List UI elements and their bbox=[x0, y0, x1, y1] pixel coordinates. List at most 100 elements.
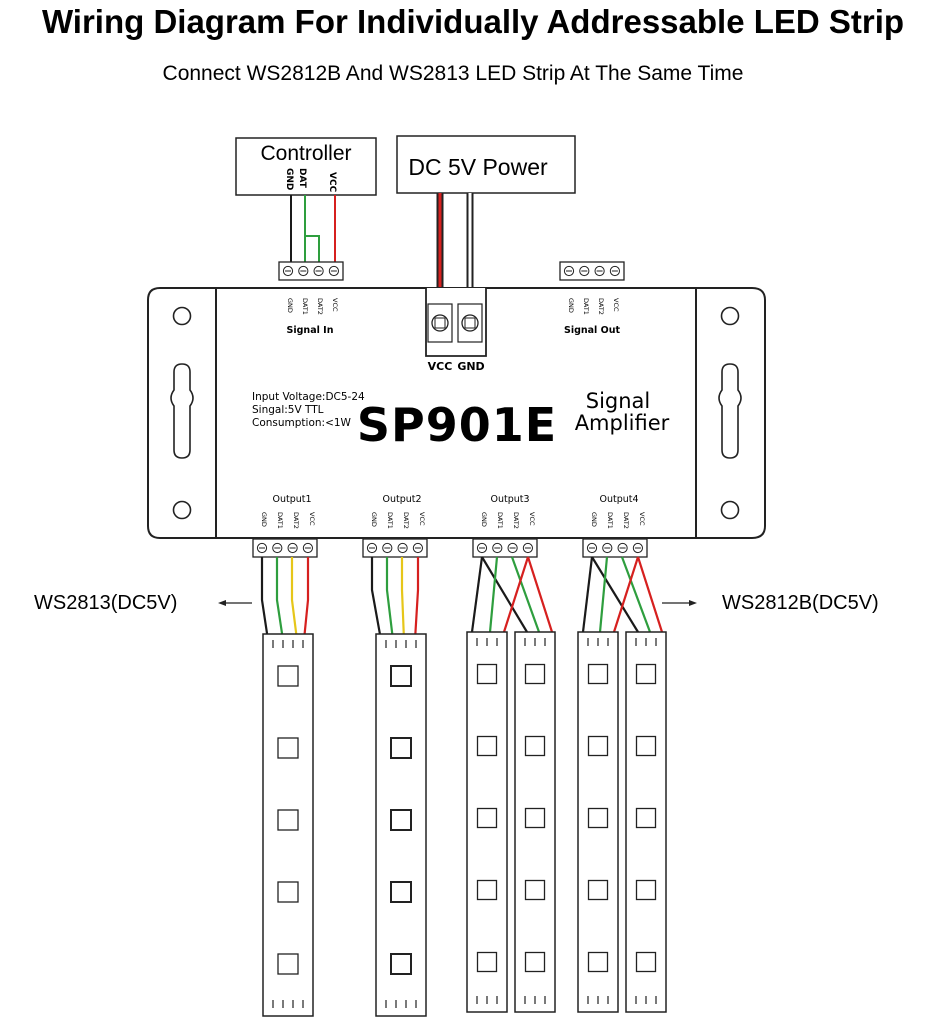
output1-connector bbox=[252, 538, 318, 558]
power-label: DC 5V Power bbox=[408, 154, 548, 180]
power-wires bbox=[436, 193, 474, 298]
led-chip-icon bbox=[277, 809, 299, 831]
led-chip-icon bbox=[476, 735, 498, 757]
output-wires bbox=[260, 556, 664, 641]
controller-label: Controller bbox=[260, 142, 351, 165]
pin-label-dat2: DAT2 bbox=[597, 298, 605, 315]
pin-label-gnd: GND bbox=[286, 298, 294, 313]
led-chip-icon bbox=[524, 807, 546, 829]
output4-wire-gnd-a bbox=[581, 556, 594, 633]
pin-label-vcc: VCC bbox=[528, 512, 536, 526]
output4-wire-vcc-a bbox=[612, 556, 640, 633]
output3-wire-gnd-b bbox=[481, 556, 528, 633]
led-chip-icon bbox=[476, 879, 498, 901]
device-name-line2: Amplifier bbox=[575, 411, 670, 435]
ws2813-label: WS2813(DC5V) bbox=[34, 592, 177, 614]
output2-wire-0 bbox=[370, 557, 383, 641]
led-chip-icon bbox=[524, 663, 546, 685]
pin-label-dat1: DAT1 bbox=[606, 512, 614, 529]
connector-blocks bbox=[252, 261, 648, 558]
connector-body bbox=[559, 261, 625, 281]
pin-label-gnd: GND bbox=[480, 512, 488, 527]
controller-pin-dat: DAT bbox=[297, 168, 307, 189]
pin-label-dat1: DAT1 bbox=[386, 512, 394, 529]
led-chip-icon bbox=[277, 665, 299, 687]
pin-label-dat2: DAT2 bbox=[622, 512, 630, 529]
device-name-line1: Signal bbox=[586, 389, 651, 413]
output1-wire-0 bbox=[260, 557, 270, 641]
led-chip-icon bbox=[635, 807, 657, 829]
pin-label-gnd: GND bbox=[567, 298, 575, 313]
led-chip-icon bbox=[476, 663, 498, 685]
led-chip-icon bbox=[390, 953, 412, 975]
pin-label-vcc: VCC bbox=[308, 512, 316, 526]
output1-label: Output1 bbox=[272, 494, 311, 505]
led-chip-icon bbox=[587, 807, 609, 829]
pin-labels-output4: GND DAT1 DAT2 VCC bbox=[590, 512, 646, 529]
output2-label: Output2 bbox=[382, 494, 421, 505]
screw-hole-icon bbox=[720, 306, 740, 326]
power-terminal-vcc-label: VCC bbox=[428, 360, 453, 373]
pin-label-gnd: GND bbox=[260, 512, 268, 527]
output2-wire-3 bbox=[413, 557, 420, 641]
led-chip-icon bbox=[587, 951, 609, 973]
terminal-screw-icon bbox=[464, 317, 476, 329]
left-arrow-icon bbox=[218, 600, 226, 606]
controller-pin-gnd: GND bbox=[284, 168, 294, 190]
led-chip-icon bbox=[587, 663, 609, 685]
led-chip-icon bbox=[635, 735, 657, 757]
pin-labels-signal-out: GND DAT1 DAT2 VCC bbox=[567, 298, 620, 315]
screw-hole-icon bbox=[720, 500, 740, 520]
output3-wire-dat1 bbox=[488, 556, 499, 633]
pin-label-gnd: GND bbox=[590, 512, 598, 527]
pin-label-vcc: VCC bbox=[331, 298, 339, 312]
led-chip-icon bbox=[524, 879, 546, 901]
ws2813-strip-2 bbox=[375, 633, 427, 1017]
connector-body bbox=[252, 538, 318, 558]
signal-out-label: Signal Out bbox=[564, 325, 620, 336]
pin-labels-signal-in: GND DAT1 DAT2 VCC bbox=[286, 298, 339, 315]
led-chip-icon bbox=[587, 879, 609, 901]
signal-in-label: Signal In bbox=[287, 325, 334, 336]
screw-hole-icon bbox=[172, 306, 192, 326]
terminal-screw-icon bbox=[431, 314, 449, 332]
output3-label: Output3 bbox=[490, 494, 529, 505]
led-chip-icon bbox=[635, 879, 657, 901]
device-body: VCC GND Input Voltage:DC5-24 Singal:5V T… bbox=[147, 287, 766, 539]
led-chip-icon bbox=[390, 665, 412, 687]
output2-connector bbox=[362, 538, 428, 558]
output2-wire-2 bbox=[400, 557, 406, 641]
connector-body bbox=[278, 261, 344, 281]
led-strips bbox=[262, 631, 667, 1017]
pin-labels-output1: GND DAT1 DAT2 VCC bbox=[260, 512, 316, 529]
output1-wire-2 bbox=[290, 557, 299, 641]
right-mount-tab bbox=[695, 287, 766, 539]
screw-hole-icon bbox=[172, 500, 192, 520]
terminal-screw-icon bbox=[461, 314, 479, 332]
led-chip-icon bbox=[476, 951, 498, 973]
led-chip-icon bbox=[476, 807, 498, 829]
power-box bbox=[396, 135, 576, 194]
led-chip-icon bbox=[277, 953, 299, 975]
output3-wire-dat2 bbox=[510, 556, 541, 633]
pin-labels-output3: GND DAT1 DAT2 VCC bbox=[480, 512, 536, 529]
power-terminal-gnd-label: GND bbox=[457, 360, 484, 373]
output4-wire-gnd-b bbox=[591, 556, 639, 633]
spec-consumption: Consumption:<1W bbox=[252, 417, 352, 429]
led-chip-icon bbox=[390, 809, 412, 831]
device-model: SP901E bbox=[357, 398, 557, 452]
led-chip-icon bbox=[277, 737, 299, 759]
output3-wire-vcc-b bbox=[526, 556, 554, 633]
pin-label-dat2: DAT2 bbox=[512, 512, 520, 529]
pin-label-vcc: VCC bbox=[418, 512, 426, 526]
connector-body bbox=[362, 538, 428, 558]
ws2813-strip-1 bbox=[262, 633, 314, 1017]
led-chip-icon bbox=[390, 737, 412, 759]
keyhole-slot-icon bbox=[718, 363, 742, 459]
diagram-subtitle: Connect WS2812B And WS2813 LED Strip At … bbox=[163, 62, 744, 85]
ws2812b-strip-3 bbox=[577, 631, 619, 1013]
pin-label-dat1: DAT1 bbox=[582, 298, 590, 315]
pin-label-gnd: GND bbox=[370, 512, 378, 527]
ws2812b-strip-2 bbox=[514, 631, 556, 1013]
